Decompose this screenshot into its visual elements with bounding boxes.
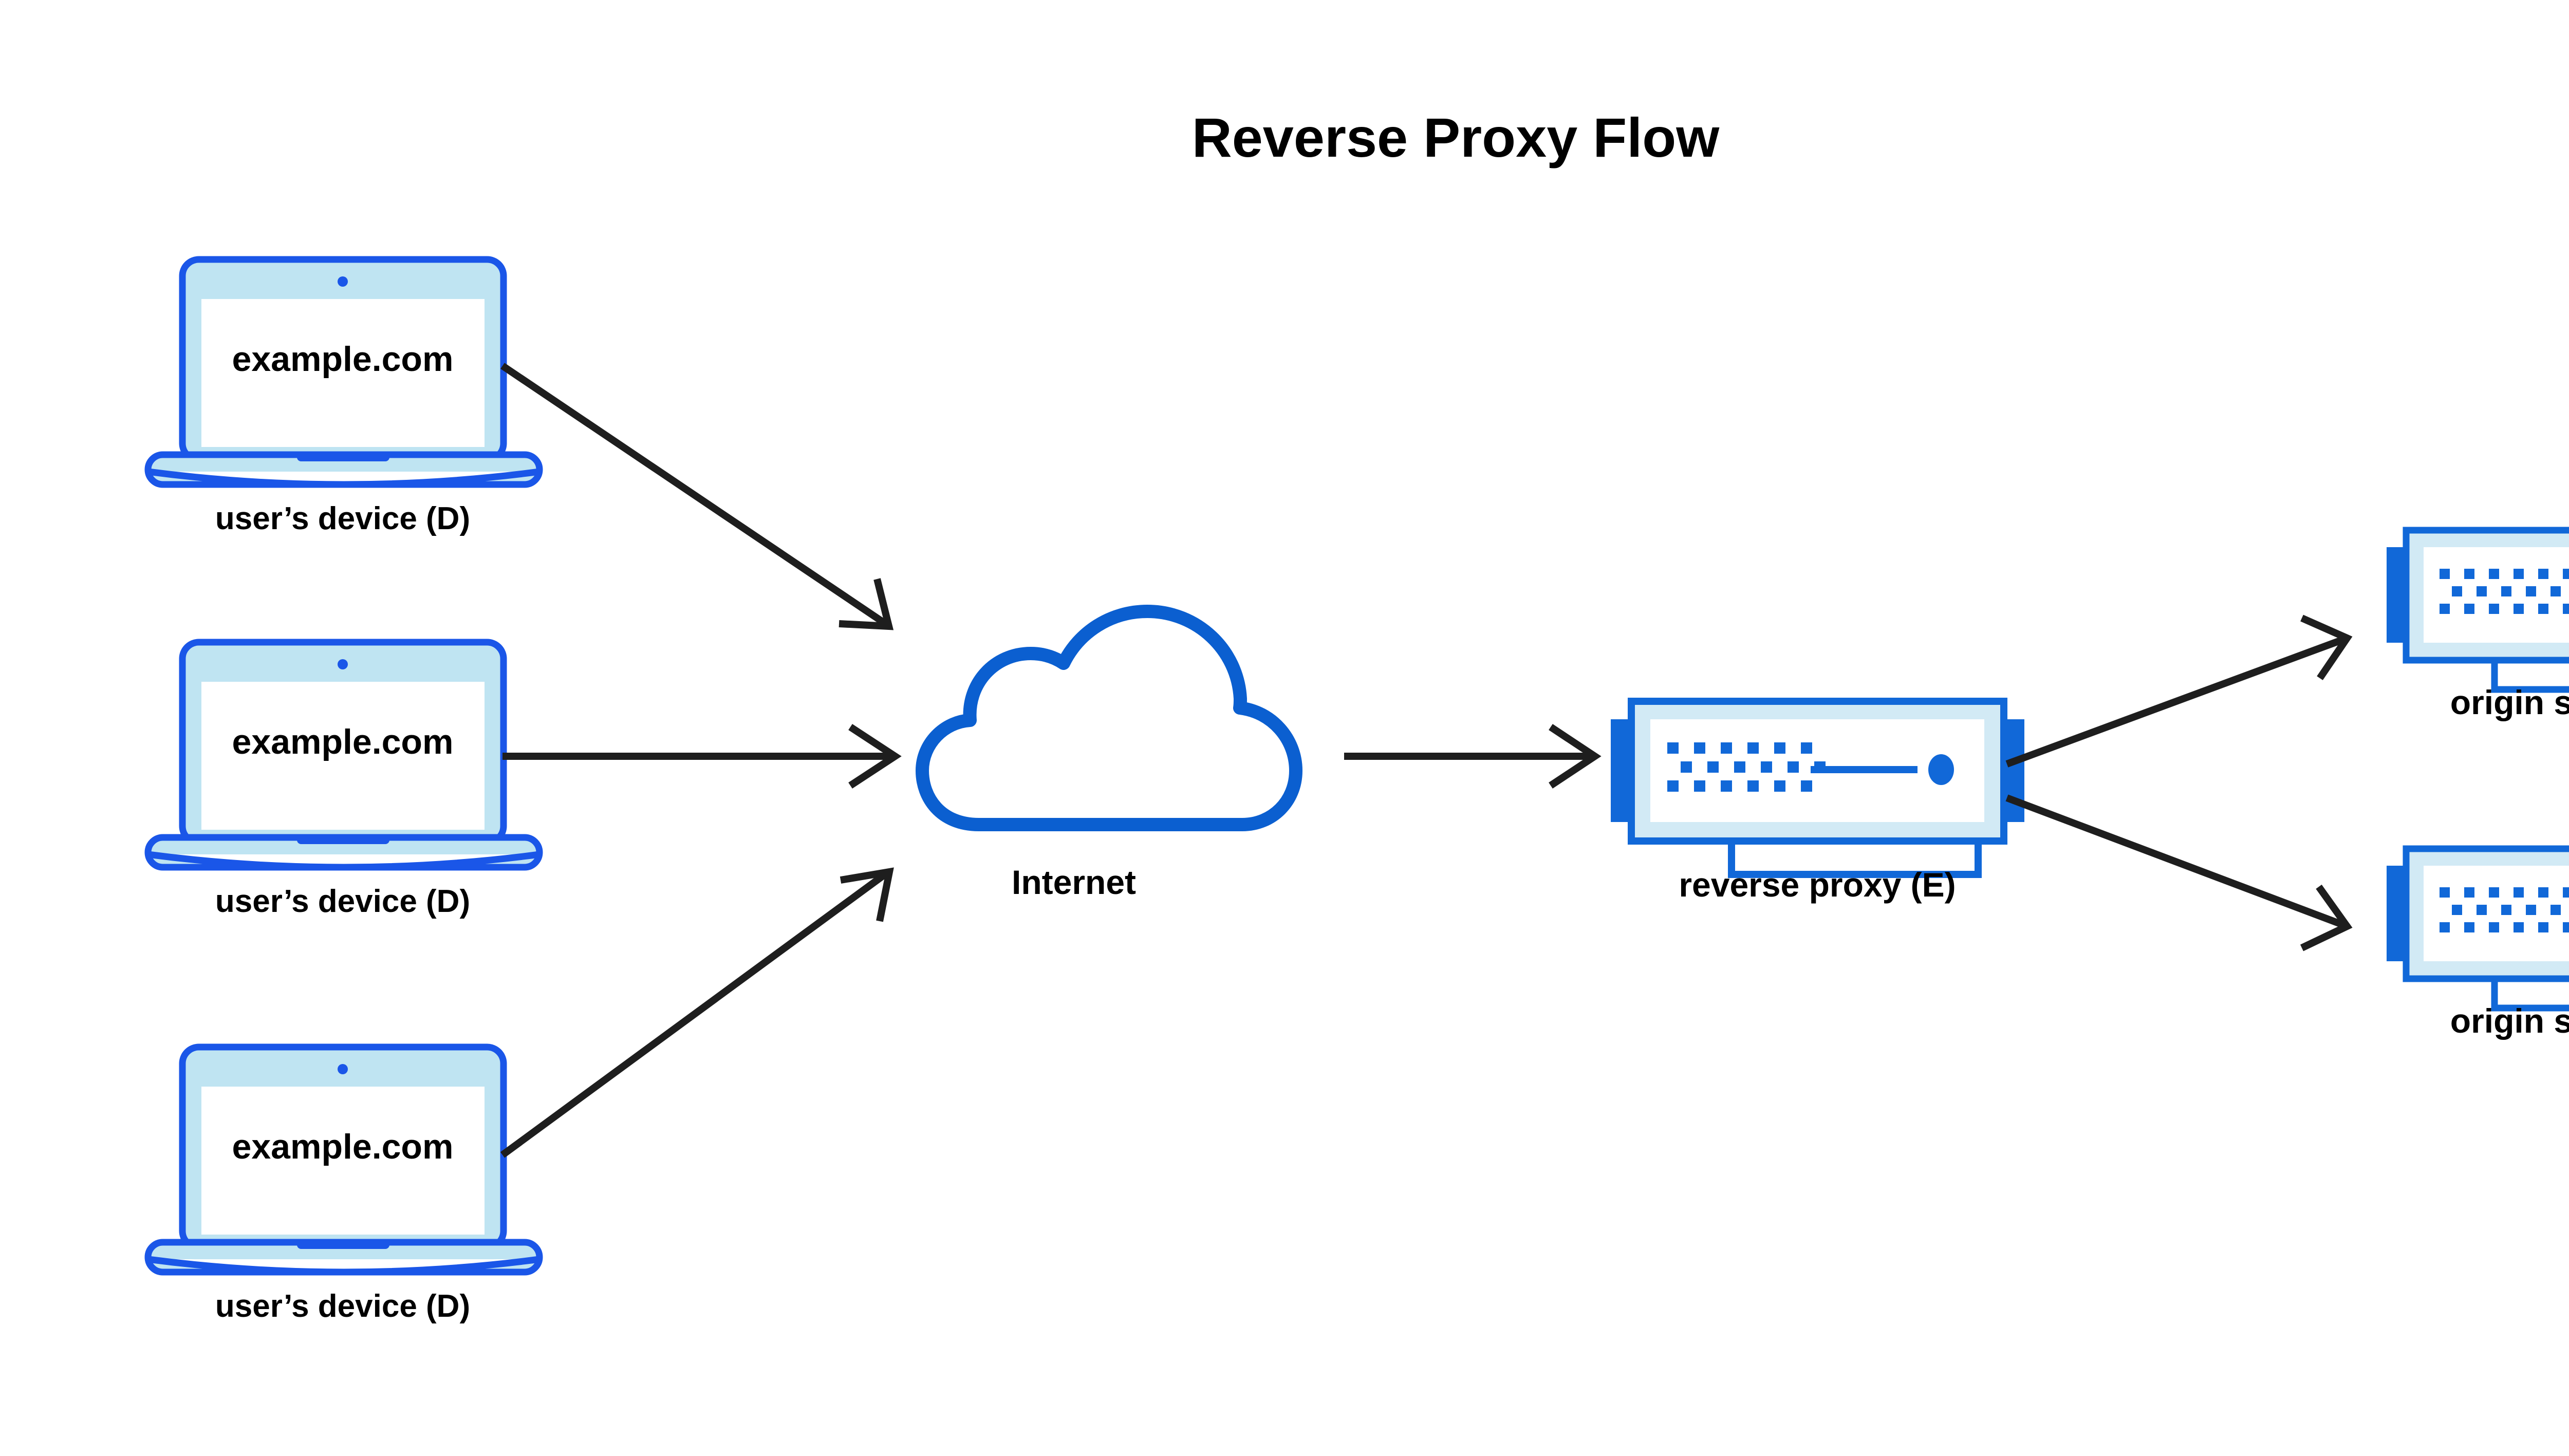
laptop-notch-3 [297,1241,389,1249]
client-device-3[interactable]: example.com user’s device (D) [144,1043,543,1324]
client-device-label-1: user’s device (D) [215,501,470,536]
client-device-2[interactable]: example.com user’s device (D) [144,639,543,919]
server-face-origin-2 [2424,866,2569,961]
origin-server-node-2[interactable]: origin server (F) [2387,845,2569,1040]
laptop-screen-text-3: example.com [232,1127,454,1166]
reverse-proxy-node[interactable]: reverse proxy (E) [1611,698,2024,904]
laptop-screen-2 [201,682,485,830]
laptop-screen-text-2: example.com [232,722,454,761]
server-status-line-proxy [1811,766,1918,773]
laptop-screen-text-1: example.com [232,340,454,379]
flow-arrows [500,363,2353,1158]
internet-label: Internet [1012,863,1136,901]
origin-server-node-1[interactable]: origin server (F) [2387,527,2569,721]
client-device-label-3: user’s device (D) [215,1289,470,1324]
server-face-origin-1 [2424,547,2569,643]
server-icon-origin-1 [2387,527,2569,693]
laptop-icon-2 [144,639,543,871]
laptop-notch-1 [297,453,389,461]
internet-cloud-node[interactable]: Internet [916,605,1302,901]
laptop-icon-3 [144,1043,543,1276]
page-title: Reverse Proxy Flow [1192,106,1720,169]
laptop-base-curve-2 [147,851,540,871]
laptop-icon-1 [144,256,543,488]
arrow-proxy-to-origin-2 [2005,794,2353,951]
server-vent-grid-origin-1 [2440,569,2569,614]
origin-server-label-2: origin server (F) [2450,1002,2569,1040]
client-device-label-2: user’s device (D) [215,884,470,919]
laptop-screen-3 [201,1087,485,1235]
cloud-icon [916,605,1302,831]
arrow-device1-to-internet [500,363,894,630]
server-icon-proxy [1611,698,2024,878]
arrow-device2-to-internet [502,724,902,789]
laptop-camera-2 [338,659,348,669]
server-led-proxy [1928,754,1954,785]
origin-server-label-1: origin server (F) [2450,683,2569,721]
laptop-camera-1 [338,276,348,287]
arrow-proxy-to-origin-1 [2005,614,2353,768]
laptop-notch-2 [297,836,389,844]
server-vent-grid-origin-2 [2440,887,2569,932]
laptop-base-curve-3 [147,1256,540,1276]
client-device-1[interactable]: example.com user’s device (D) [144,256,543,536]
server-icon-origin-2 [2387,845,2569,1012]
laptop-screen-1 [201,299,485,447]
arrow-device3-to-internet [500,867,894,1158]
arrow-internet-to-reverse-proxy [1344,724,1602,789]
server-vent-grid-proxy [1667,742,1826,792]
reverse-proxy-label: reverse proxy (E) [1679,866,1956,904]
laptop-camera-3 [338,1064,348,1074]
laptop-base-curve-1 [147,468,540,488]
